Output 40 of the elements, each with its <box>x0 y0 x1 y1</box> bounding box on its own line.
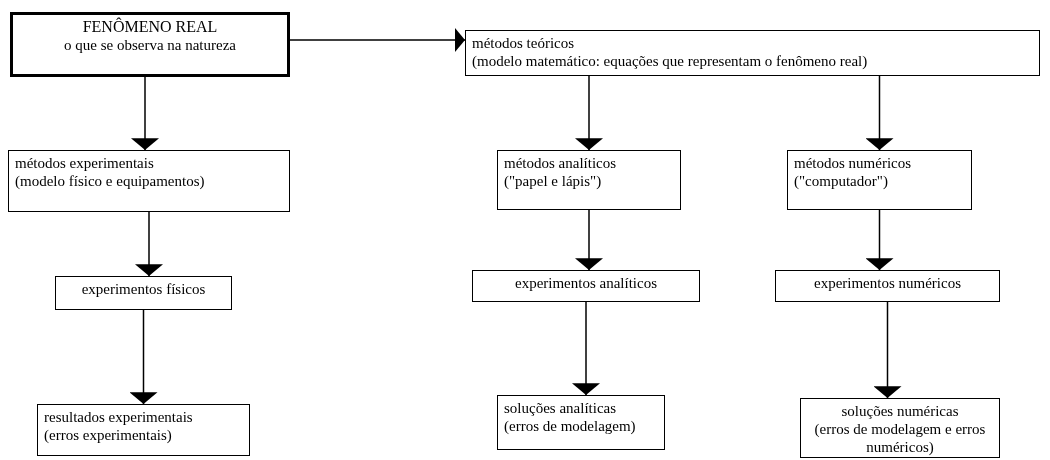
arrow <box>865 209 894 271</box>
box-text: experimentos numéricos <box>812 274 962 292</box>
box-text: métodos teóricos <box>472 34 576 52</box>
box-text: experimentos físicos <box>80 280 207 298</box>
box-text: o que se observa na natureza <box>63 36 237 54</box>
process-box <box>497 150 681 210</box>
process-box <box>55 276 232 310</box>
box-text: (erros de modelagem) <box>504 417 637 435</box>
arrow <box>131 76 159 151</box>
arrow <box>865 75 894 151</box>
arrow <box>129 309 158 405</box>
box-text: (erros de modelagem e erros numéricos) <box>813 420 987 456</box>
box-text: resultados experimentais <box>44 408 194 426</box>
process-box <box>472 270 700 302</box>
box-text: métodos experimentais <box>15 154 155 172</box>
arrow <box>575 75 603 151</box>
arrow <box>135 211 163 277</box>
process-box <box>8 150 290 212</box>
box-text: soluções analíticas <box>504 399 618 417</box>
box-text: (erros experimentais) <box>44 426 173 444</box>
box-text: FENÔMENO REAL <box>81 18 219 36</box>
box-text: métodos numéricos <box>794 154 913 172</box>
arrow <box>289 28 466 52</box>
process-box <box>497 395 665 450</box>
box-text: soluções numéricas <box>840 402 960 420</box>
arrow <box>572 301 600 396</box>
process-box <box>10 12 290 77</box>
arrow <box>873 301 902 399</box>
box-text: métodos analíticos <box>504 154 618 172</box>
box-text: (modelo matemático: equações que representam o fenômeno real) <box>472 52 869 70</box>
process-box <box>775 270 1000 302</box>
box-text: (modelo físico e equipamentos) <box>15 172 206 190</box>
process-box <box>800 398 1000 458</box>
process-box <box>787 150 972 210</box>
box-text: ("computador") <box>794 172 889 190</box>
process-box <box>465 30 1040 76</box>
process-box <box>37 404 250 456</box>
arrow <box>575 209 603 271</box>
box-text: experimentos analíticos <box>513 274 658 292</box>
box-text: ("papel e lápis") <box>504 172 603 190</box>
